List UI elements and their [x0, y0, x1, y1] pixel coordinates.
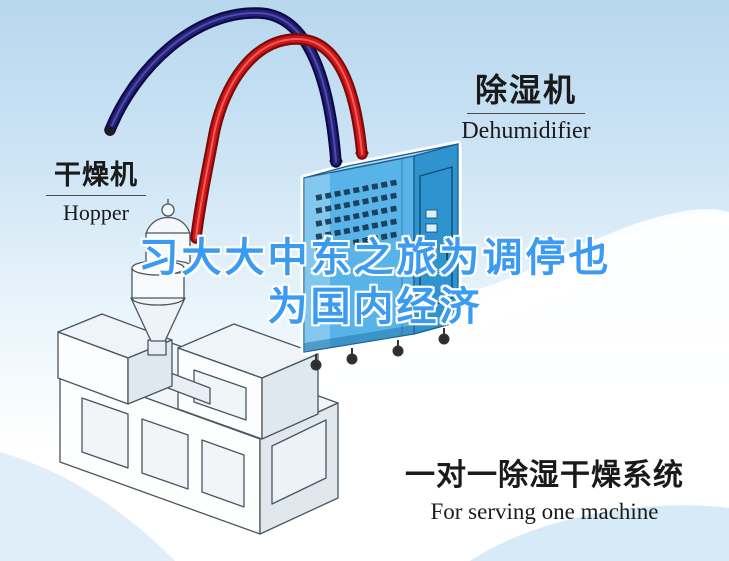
unit-side-face — [413, 143, 459, 335]
hopper-neck — [147, 339, 167, 356]
extruder-machine-illustration — [57, 199, 339, 535]
vent-row — [315, 218, 399, 240]
hopper-label-en: Hopper — [63, 200, 129, 226]
red-hose-highlight — [195, 37, 363, 239]
housing-right-face — [261, 353, 319, 440]
sight-glass-top-rim — [131, 260, 185, 276]
dehumidifier-label-en: Dehumidifier — [461, 117, 591, 144]
caster-wheel — [392, 345, 404, 357]
vent-row — [315, 192, 399, 214]
unit-front-sheen — [304, 173, 330, 352]
hoses — [104, 7, 368, 244]
system-caption: 一对一除湿干燥系统 For serving one machine — [392, 450, 697, 525]
caster-wheel — [310, 359, 322, 371]
dehumidifier-unit — [300, 140, 462, 371]
red-supply-hose — [190, 33, 368, 244]
unit-base-band — [304, 325, 414, 352]
dehumidifier-label-cn: 除湿机 — [466, 72, 585, 114]
navy-hose-highlight — [109, 11, 337, 163]
vent-row — [315, 179, 399, 201]
control-window — [425, 209, 438, 219]
front-door-panel — [141, 418, 189, 490]
swoosh-bottom-left — [0, 452, 175, 561]
side-door-panel — [271, 419, 327, 505]
navy-return-hose — [104, 7, 342, 168]
hopper-label-cn: 干燥机 — [46, 160, 146, 197]
vent-row — [315, 205, 399, 227]
front-door-panel — [201, 439, 245, 508]
control-window — [425, 223, 438, 233]
hopper-assembly — [130, 199, 193, 356]
caption-cn: 一对一除湿干燥系统 — [405, 459, 684, 492]
swoosh-bottom-right — [470, 505, 729, 561]
vent-row — [315, 231, 399, 253]
dehumidifier-label: 除湿机 Dehumidifier — [446, 72, 606, 145]
watermark-line1: 习大大中东之旅为调停也 — [138, 236, 612, 280]
hopper-label: 干燥机 Hopper — [36, 160, 156, 225]
caster-wheel — [346, 353, 358, 365]
side-service-door — [419, 166, 453, 312]
watermark-text: 习大大中东之旅为调停也 为国内经济 — [85, 234, 665, 332]
front-door-panel — [81, 397, 129, 469]
caster-wheel — [438, 333, 450, 345]
caster-wheels — [310, 328, 450, 371]
watermark-line2: 为国内经济 — [267, 284, 483, 329]
navy-hose-fitting — [105, 126, 115, 136]
loader-motor-cap — [161, 203, 175, 217]
vent-grid — [315, 179, 399, 253]
caption-en: For serving one machine — [430, 499, 659, 524]
